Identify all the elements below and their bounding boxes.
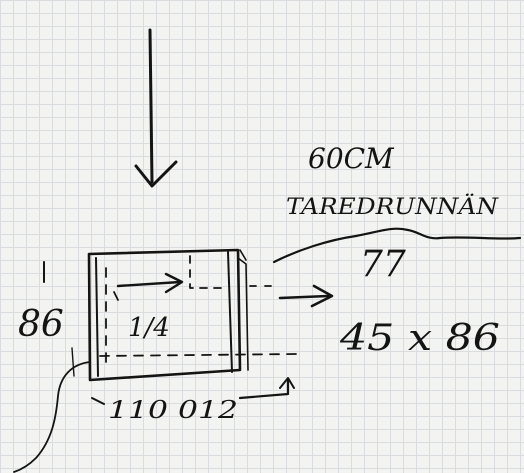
down-arrow-icon <box>134 28 178 188</box>
bottom-dimension-arrow-icon <box>91 377 295 405</box>
wavy-line <box>272 227 522 264</box>
left-edge-hairline <box>71 347 75 377</box>
box-outline <box>87 248 249 382</box>
size-right: 45 x 86 <box>339 318 500 359</box>
top-note-2: TAREDRUNNÄN <box>286 193 499 220</box>
right-arrow-icon <box>278 284 334 308</box>
line-number: 77 <box>360 244 406 285</box>
leader-curve <box>13 361 91 473</box>
height-left: 86 <box>18 304 64 345</box>
bottom-dimension: 110 012 <box>108 396 238 424</box>
inner-arrow-icon <box>113 272 184 301</box>
top-note: 60CM <box>308 142 395 175</box>
inner-mark: 1/4 <box>128 313 170 343</box>
dashed-guides <box>99 255 299 363</box>
